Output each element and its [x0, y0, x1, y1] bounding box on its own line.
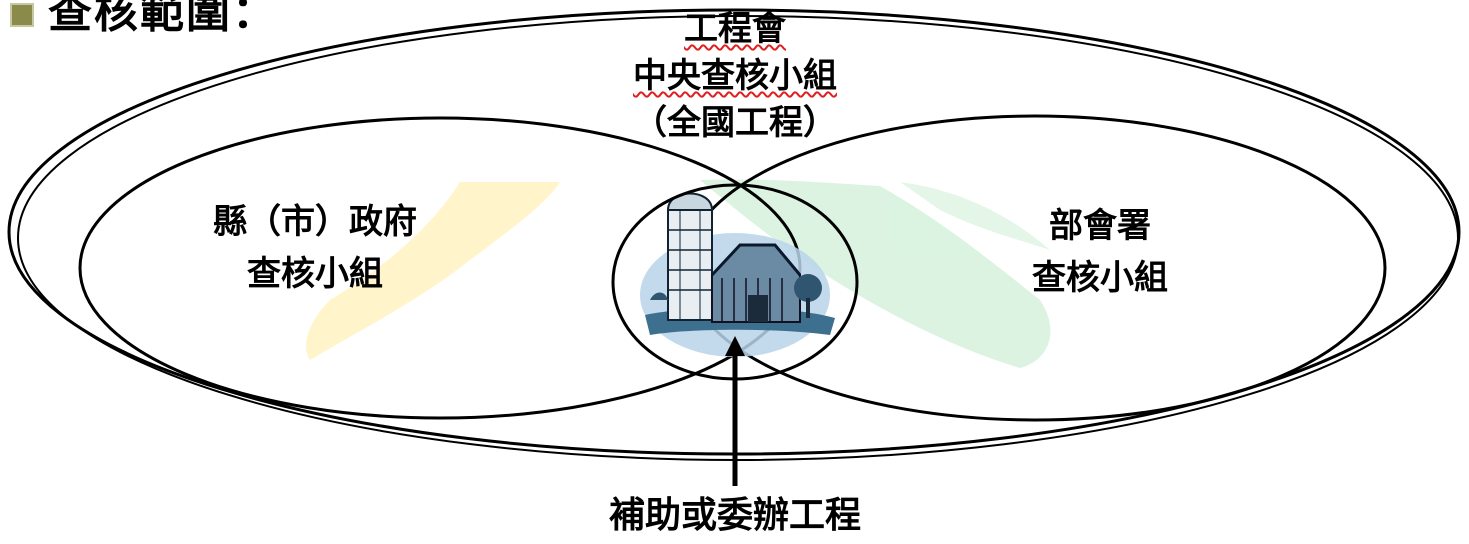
outer-label: 工程會 中央查核小組 （全國工程） [580, 6, 890, 147]
watermark-green-stroke-2 [900, 182, 1050, 250]
center-label: 補助或委辦工程 [608, 495, 861, 536]
outer-ellipse-shadow [17, 15, 1459, 461]
watermark-yellow-stroke [306, 182, 560, 360]
bullet-square-icon [10, 3, 34, 27]
right-label-line2: 查核小組 [1032, 258, 1168, 298]
outer-label-line1: 工程會 [684, 9, 786, 49]
left-label: 縣（市）政府 查核小組 [170, 196, 460, 300]
slide-title: 查核範圍： [10, 0, 278, 40]
left-label-line1: 縣（市）政府 [213, 202, 417, 242]
right-label: 部會署 查核小組 [990, 200, 1210, 304]
slide-title-text: 查核範圍： [48, 0, 278, 38]
barn-silo-image [640, 192, 835, 357]
left-label-line2: 查核小組 [247, 254, 383, 294]
outer-label-line2: 中央查核小組 [633, 56, 837, 96]
right-label-line1: 部會署 [1049, 206, 1151, 246]
arrow-up-icon [725, 336, 745, 356]
outer-label-line3: （全國工程） [633, 103, 837, 143]
